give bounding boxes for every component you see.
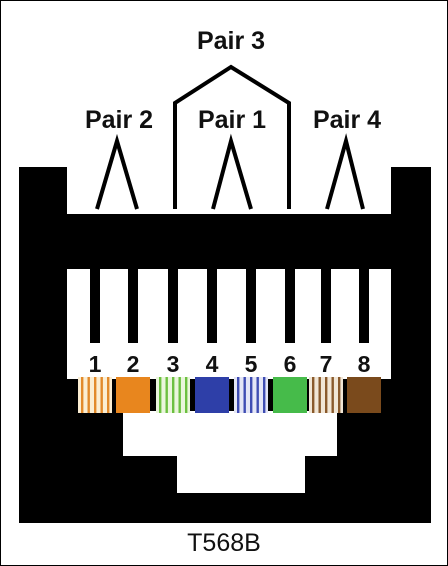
wire-1-color (78, 377, 112, 413)
wire-6-color (273, 377, 307, 413)
pair-2-bracket (95, 133, 139, 210)
contact-pin-8 (359, 263, 369, 343)
pin-number-8: 8 (358, 351, 371, 377)
pin-number-1: 1 (89, 351, 102, 377)
contact-pins (90, 263, 369, 343)
pair-3-label: Pair 3 (197, 27, 265, 55)
wire-8-color (347, 377, 381, 413)
pair-1-label: Pair 1 (198, 106, 266, 134)
pin-number-6: 6 (284, 351, 297, 377)
pair-3-bracket (173, 64, 291, 209)
pin-number-7: 7 (320, 351, 333, 377)
wire-color-codes (78, 377, 381, 413)
wire-5-color (234, 377, 268, 413)
pair-4-bracket (325, 133, 365, 210)
contact-pin-2 (128, 263, 138, 343)
pin-number-4: 4 (206, 351, 219, 377)
standard-caption: T568B (187, 529, 261, 557)
contact-pin-1 (90, 263, 100, 343)
pin-number-3: 3 (167, 351, 180, 377)
latch-opening (123, 411, 337, 493)
contact-pin-6 (285, 263, 295, 343)
wire-3-color (156, 377, 190, 413)
pair-4-label: Pair 4 (313, 106, 381, 134)
pair-2-label: Pair 2 (85, 106, 153, 134)
contact-pin-4 (207, 263, 217, 343)
wire-4-color (195, 377, 229, 413)
contact-pin-5 (246, 263, 256, 343)
pin-number-2: 2 (127, 351, 140, 377)
contact-area (67, 269, 391, 379)
contact-pin-3 (168, 263, 178, 343)
wire-2-color (116, 377, 150, 413)
pair-brackets (95, 64, 365, 210)
pair-1-bracket (211, 133, 253, 210)
pin-number-5: 5 (245, 351, 258, 377)
wire-7-color (309, 377, 343, 413)
contact-pin-7 (321, 263, 331, 343)
